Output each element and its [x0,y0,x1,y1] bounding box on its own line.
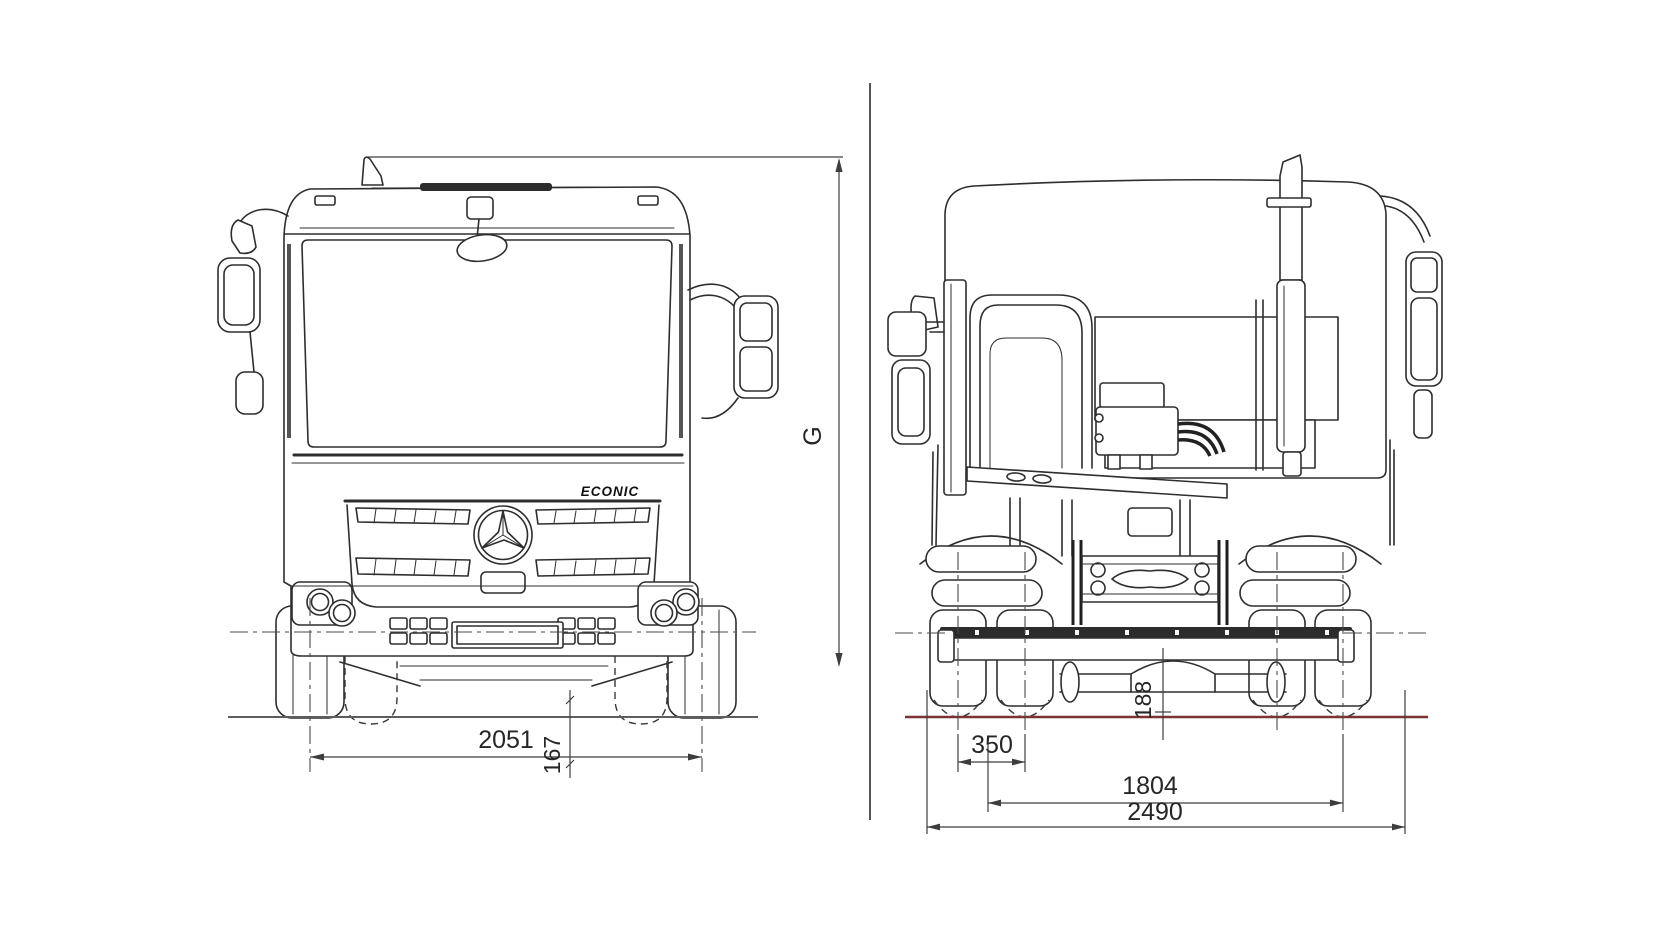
grille-slats [373,508,637,576]
mercedes-star-icon [473,505,533,565]
frame-crossmember [1071,540,1229,625]
corrugated-hose [1177,421,1226,457]
dimension-rear-frame-height: 188 [1130,648,1171,740]
rear-left-mirror [887,295,945,445]
rear-view-drawing: 188 350 1804 2490 [887,154,1443,834]
center-mirror [456,196,508,263]
dimension-rear-dual-spacing: 350 [957,731,1026,772]
handrail [969,294,1093,469]
dimension-front-track-width: 2051 [310,726,702,761]
right-side-mirror [687,283,779,420]
headlight-right [637,581,700,627]
fenders-and-tanks [919,535,1382,607]
dimension-rear-track-width: 1804 [987,734,1344,812]
engine-block [1094,382,1226,470]
dimension-front-offset: 167 [539,690,575,778]
door-seal-left [287,244,291,438]
left-side-mirror [217,208,289,415]
exhaust-stack [1255,154,1312,477]
rear-right-mirror [1379,195,1443,439]
econic-badge: ECONIC [581,484,640,499]
windshield [301,239,673,448]
grille-center-plate [480,571,526,594]
door-seal-right [679,244,683,438]
marker-light-left [314,195,336,206]
antenna-fin [361,156,384,186]
dimension-label-G: G [799,426,827,445]
left-post [943,279,967,496]
front-view-drawing: ECONIC [217,156,843,778]
dimension-label-350: 350 [971,731,1013,759]
marker-light-right [637,195,659,206]
dimension-front-height: G [366,156,843,667]
dimension-label-167: 167 [539,736,565,774]
dimension-rear-overall-width: 2490 [926,690,1406,834]
license-plate-holder [451,621,564,649]
headlight-left [291,581,356,627]
rear-left-body-edge [931,444,939,546]
rear-right-body-edge [1389,439,1395,546]
rear-axle [1059,660,1287,703]
front-axle-details [339,656,673,725]
dimension-label-2051: 2051 [478,726,534,754]
grille [343,499,662,608]
dimension-label-1804: 1804 [1122,772,1178,800]
rear-bumper [937,627,1355,663]
rear-wheel-centerlines [957,552,1344,730]
dimension-label-2490: 2490 [1127,798,1183,826]
support-beam [966,466,1228,499]
roof-hatch-strip [420,183,552,191]
dimension-label-188: 188 [1130,681,1156,719]
